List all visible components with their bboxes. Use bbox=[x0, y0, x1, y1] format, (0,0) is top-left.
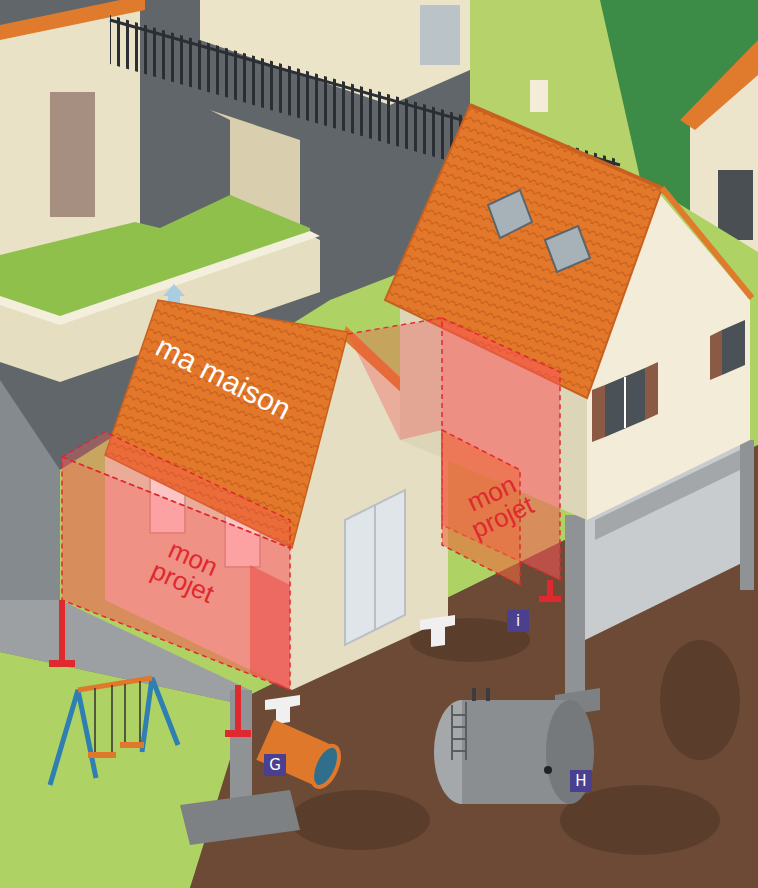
tank-valve bbox=[486, 688, 490, 701]
window-bar bbox=[624, 377, 626, 428]
sidewalk bbox=[0, 380, 60, 600]
neighbour-window bbox=[718, 170, 753, 240]
skylight bbox=[488, 190, 532, 238]
skylight bbox=[545, 226, 590, 272]
roof-ridge bbox=[470, 105, 662, 188]
tank-ladder bbox=[452, 702, 466, 760]
window bbox=[722, 320, 745, 375]
tank-outlet bbox=[544, 766, 552, 774]
footing-pad bbox=[420, 615, 455, 647]
swing-seat bbox=[88, 752, 116, 758]
roof-vent bbox=[163, 284, 185, 296]
pipe-opening bbox=[307, 742, 345, 791]
swing-seat bbox=[120, 742, 144, 748]
foundation-post bbox=[740, 440, 754, 590]
neighbour-roof bbox=[680, 40, 758, 130]
tank-valve bbox=[472, 688, 476, 701]
callout-letter: G bbox=[264, 754, 286, 776]
footing bbox=[180, 790, 300, 845]
soil-patch bbox=[660, 640, 740, 760]
neighbour-door bbox=[50, 92, 95, 217]
soil-patch bbox=[560, 785, 720, 855]
roof-edge bbox=[662, 188, 752, 298]
shutter bbox=[592, 385, 605, 442]
chimney bbox=[530, 80, 548, 112]
node-shape bbox=[62, 457, 290, 690]
neighbour-window bbox=[420, 5, 460, 65]
tank-end bbox=[546, 700, 594, 804]
glass-door bbox=[345, 490, 405, 645]
node-outline bbox=[395, 300, 570, 610]
callout-letter: H bbox=[570, 770, 592, 792]
shutter bbox=[710, 330, 722, 380]
door-frame bbox=[374, 505, 376, 630]
node-shape bbox=[49, 600, 75, 667]
swing-bar bbox=[78, 678, 152, 690]
node-shape bbox=[250, 565, 290, 690]
footing-pad bbox=[265, 695, 300, 724]
foundation-post bbox=[565, 515, 585, 700]
callout-letter: i bbox=[507, 610, 529, 632]
swing-frame bbox=[50, 678, 178, 785]
node-shape bbox=[225, 685, 251, 737]
window bbox=[605, 368, 645, 437]
project-volume bbox=[348, 318, 442, 440]
project-volume: mon projet bbox=[395, 300, 570, 610]
shutter bbox=[645, 362, 658, 420]
node-shape bbox=[539, 580, 561, 602]
project-volume: mon projet bbox=[55, 395, 300, 740]
soil-patch bbox=[290, 790, 430, 850]
